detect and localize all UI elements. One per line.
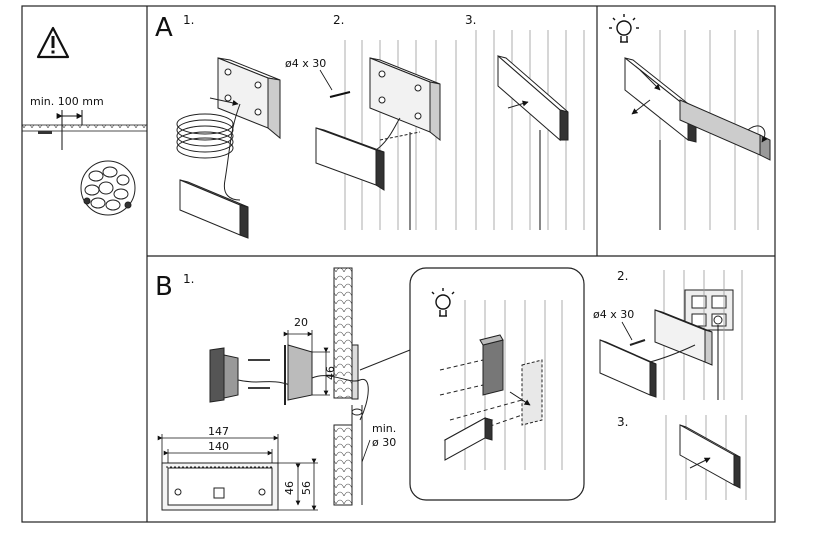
height-dimensions [278,458,318,511]
height-inner-label: 46 [283,481,296,495]
panel-a-step-2-number: 2. [333,13,344,27]
panel-a-step-3-number: 3. [465,13,476,27]
panel-a: A 1. 2. 3. [155,13,771,239]
warning-section: min. 100 mm [21,26,148,216]
panel-b-step-2-number: 2. [617,269,628,283]
screw-label-a2: ø4 x 30 [285,57,326,70]
step-a1-illustration [176,57,281,239]
clearance-label: min. 100 mm [30,95,104,108]
step-a3-illustration [475,30,585,230]
step-b1-illustration [209,267,369,506]
pipe-min-label: min. [372,422,396,435]
step-b3-illustration [665,415,747,500]
height-side-dim-label: 46 [324,366,337,380]
step-b2-illustration [599,270,743,400]
front-view-drawing [161,462,279,511]
panel-a-step-1-number: 1. [183,13,194,27]
warning-triangle-icon [36,26,70,59]
tip-removal-illustration [624,30,771,230]
depth-dim-label: 20 [294,316,308,329]
frame [21,5,776,523]
sauna-stones-illustration [80,160,136,216]
panel-b-step-1-number: 1. [183,272,194,286]
height-outer-label: 56 [300,481,313,495]
step-a2-illustration [315,40,457,230]
panel-a-letter: A [155,13,173,43]
panel-b: B 1. 2. 3. 20 [155,267,747,511]
height-side-dimension [312,347,330,396]
detail-callout [359,267,585,501]
width-inner-label: 140 [208,440,229,453]
ceiling-board [21,124,148,134]
width-dimensions [157,434,279,463]
lightbulb-icon [609,14,639,43]
lightbulb-icon [431,288,455,317]
panel-b-letter: B [155,272,173,302]
depth-dimension [283,330,313,352]
width-outer-label: 147 [208,425,229,438]
panel-b-step-3-number: 3. [617,415,628,429]
pipe-diameter-label: ø 30 [372,436,396,449]
screw-label-b2: ø4 x 30 [593,308,634,321]
